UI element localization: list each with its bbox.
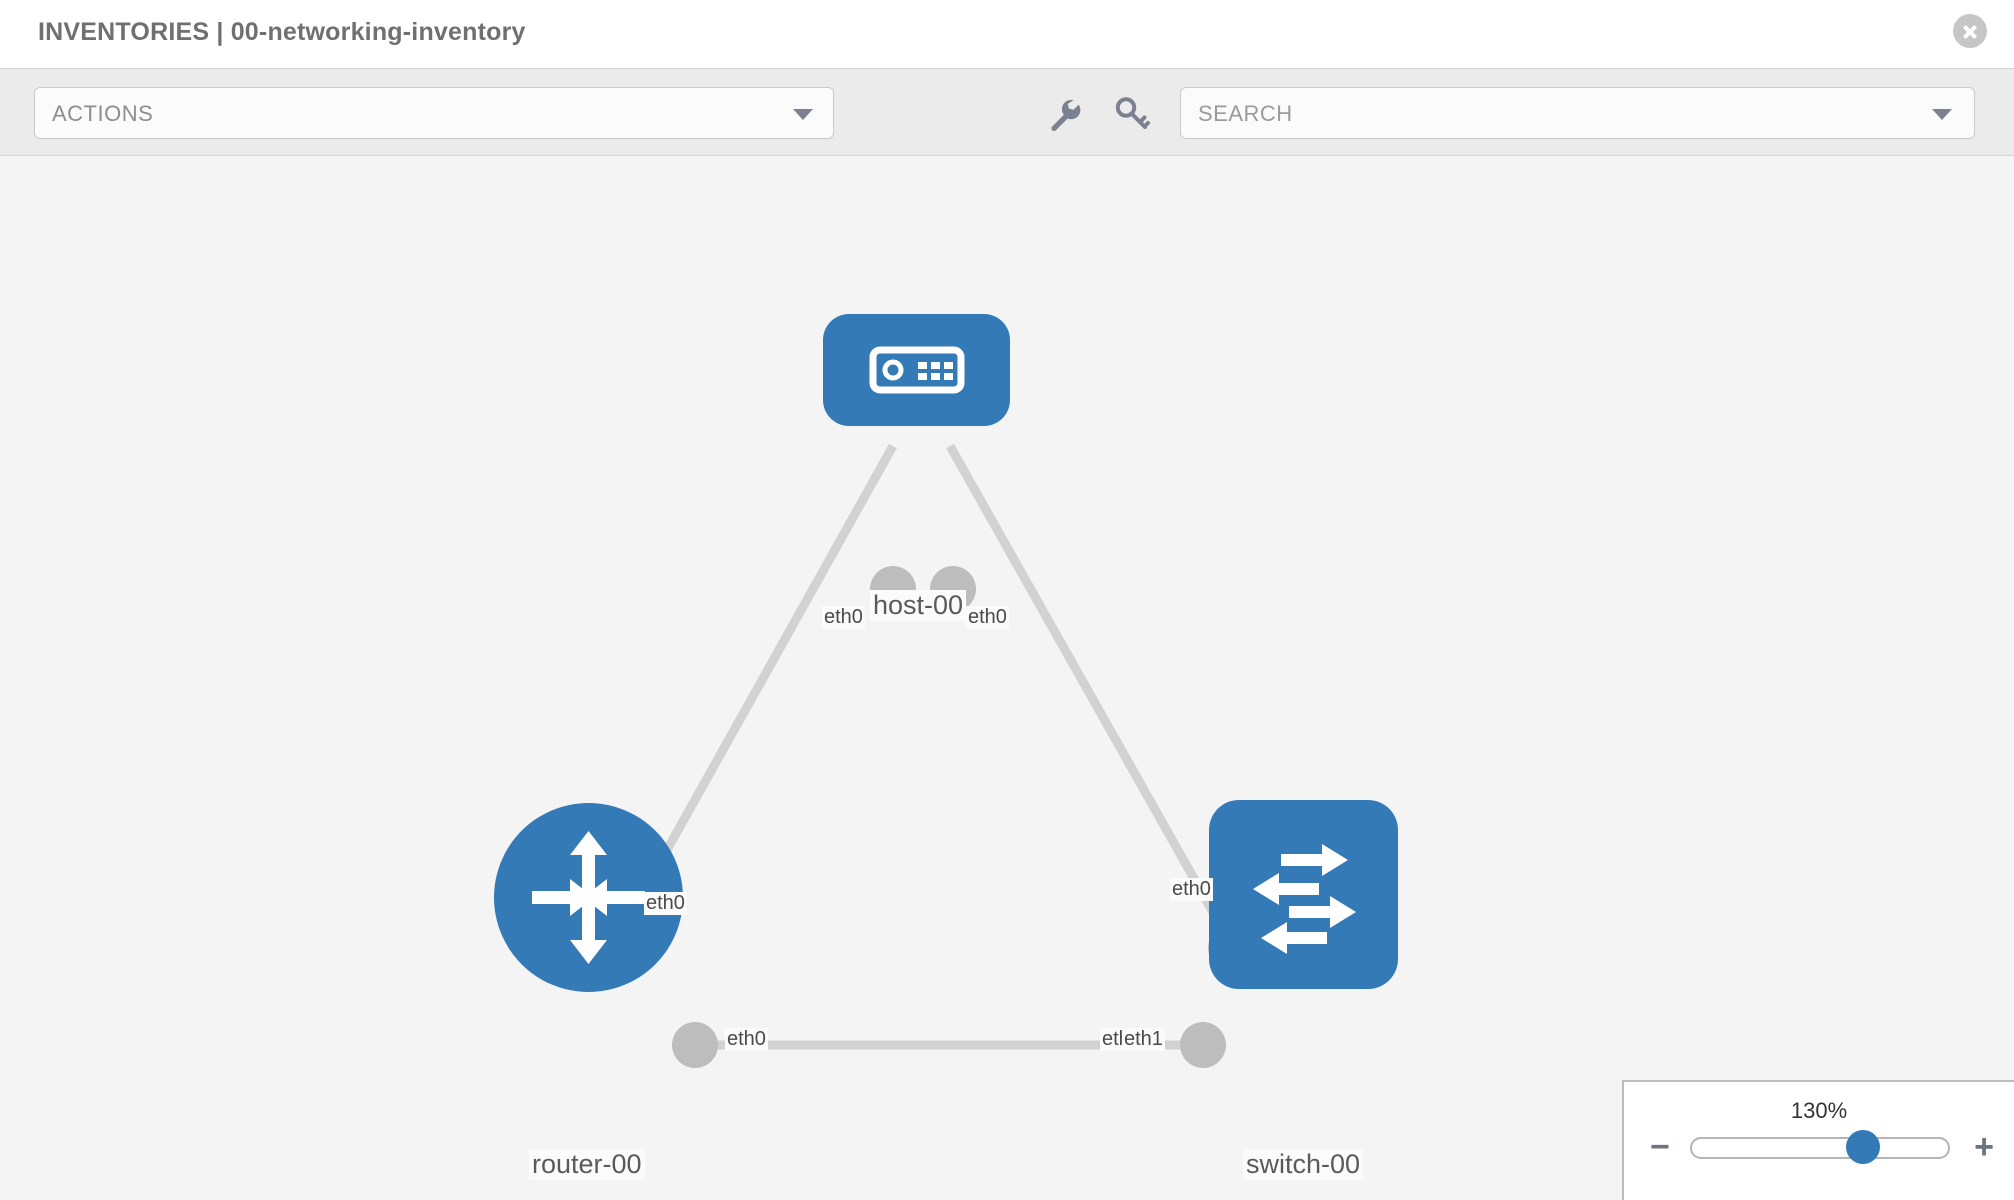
chevron-down-icon[interactable] [1932,109,1952,120]
close-icon[interactable] [1953,14,1987,48]
topology-edges [626,443,1236,1050]
page-title: INVENTORIES | 00-networking-inventory [38,18,526,46]
node-label-switch-00: switch-00 [1243,1149,1364,1180]
zoom-slider-track[interactable] [1690,1137,1950,1159]
zoom-in-button[interactable]: + [1974,1128,1994,1166]
zoom-control-panel: 130% − + [1622,1080,2014,1200]
interface-label: eth0 [644,892,687,915]
key-icon[interactable] [1112,94,1152,134]
node-host-00[interactable] [823,314,1010,426]
actions-dropdown-label: ACTIONS [52,101,154,126]
search-input[interactable]: SEARCH [1180,87,1975,139]
page-header: INVENTORIES | 00-networking-inventory [0,0,2014,68]
topology-canvas[interactable]: eth0 host-00 eth0 eth0 eth0 eth0 eth0 et… [0,156,2014,1200]
interface-label: eth1 [1122,1028,1165,1051]
toolbar: ACTIONS SEARCH [0,68,2014,156]
zoom-out-button[interactable]: − [1650,1128,1670,1166]
node-switch-00[interactable] [1209,800,1398,989]
actions-dropdown[interactable]: ACTIONS [34,87,834,139]
interface-stub[interactable] [672,1022,718,1068]
interface-stub[interactable] [1180,1022,1226,1068]
zoom-level-value: 130% [1790,1098,1848,1123]
node-label-router-00: router-00 [529,1149,645,1180]
interface-label: eth0 [1170,878,1213,901]
node-label-host-00: host-00 [870,590,967,621]
chevron-down-icon [793,109,813,120]
search-placeholder: SEARCH [1198,101,1293,126]
zoom-slider-handle[interactable] [1846,1130,1880,1164]
interface-label: eth0 [725,1028,768,1051]
wrench-icon[interactable] [1043,94,1083,134]
interface-label: eth0 [966,606,1009,629]
interface-label: eth0 [822,606,865,629]
